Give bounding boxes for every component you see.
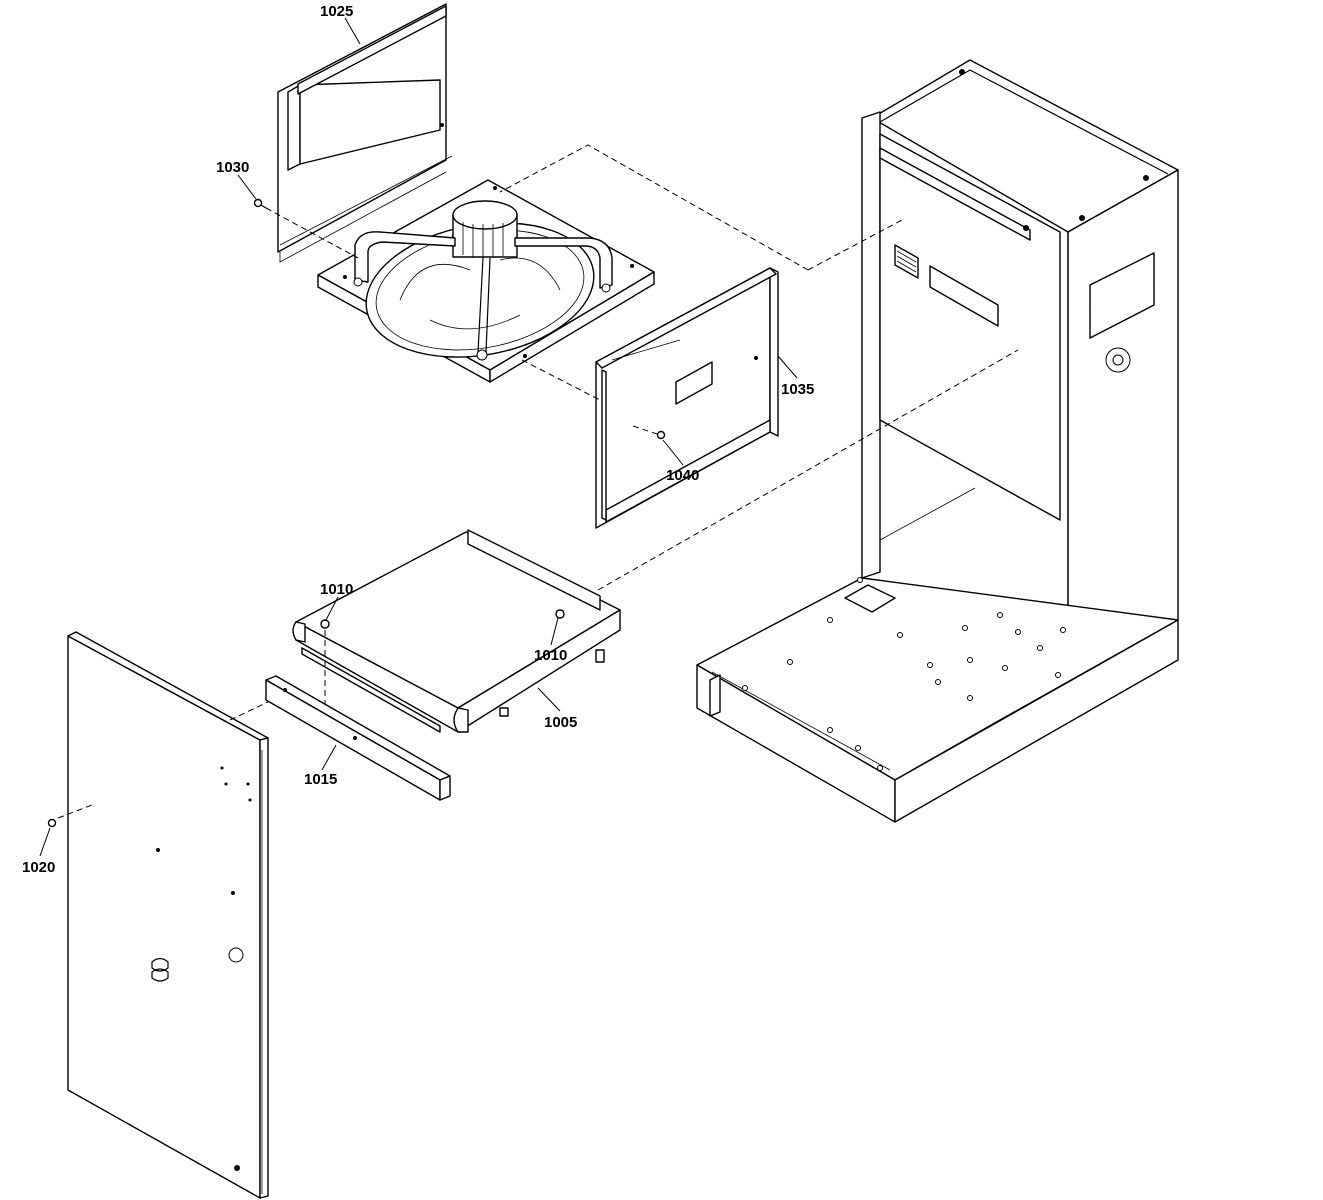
callout-1010-right: 1010 xyxy=(534,647,567,664)
callout-1005: 1005 xyxy=(544,714,577,731)
leader-lines xyxy=(39,17,798,857)
cabinet-frame xyxy=(696,59,1179,823)
callout-1035: 1035 xyxy=(781,381,814,398)
mounting-bracket xyxy=(265,675,451,801)
front-door-panel xyxy=(67,631,269,1199)
side-panel xyxy=(595,267,779,529)
top-cover-panel xyxy=(277,3,453,263)
callout-1030: 1030 xyxy=(216,159,249,176)
screw-1040 xyxy=(656,430,666,440)
assembly-lines xyxy=(57,144,1019,819)
callout-1010-left: 1010 xyxy=(320,581,353,598)
screw-1020 xyxy=(47,818,57,828)
control-box xyxy=(292,529,621,733)
callout-1025: 1025 xyxy=(320,3,353,20)
fan-assembly xyxy=(317,179,655,383)
screw-1010-right xyxy=(555,609,565,619)
callout-labels: 1025 1030 1035 1040 1010 1010 1005 1015 … xyxy=(22,3,814,876)
screw-1030 xyxy=(253,198,267,209)
screw-1010-left xyxy=(320,619,330,629)
callout-1020: 1020 xyxy=(22,859,55,876)
callout-1015: 1015 xyxy=(304,771,337,788)
callout-1040: 1040 xyxy=(666,467,699,484)
